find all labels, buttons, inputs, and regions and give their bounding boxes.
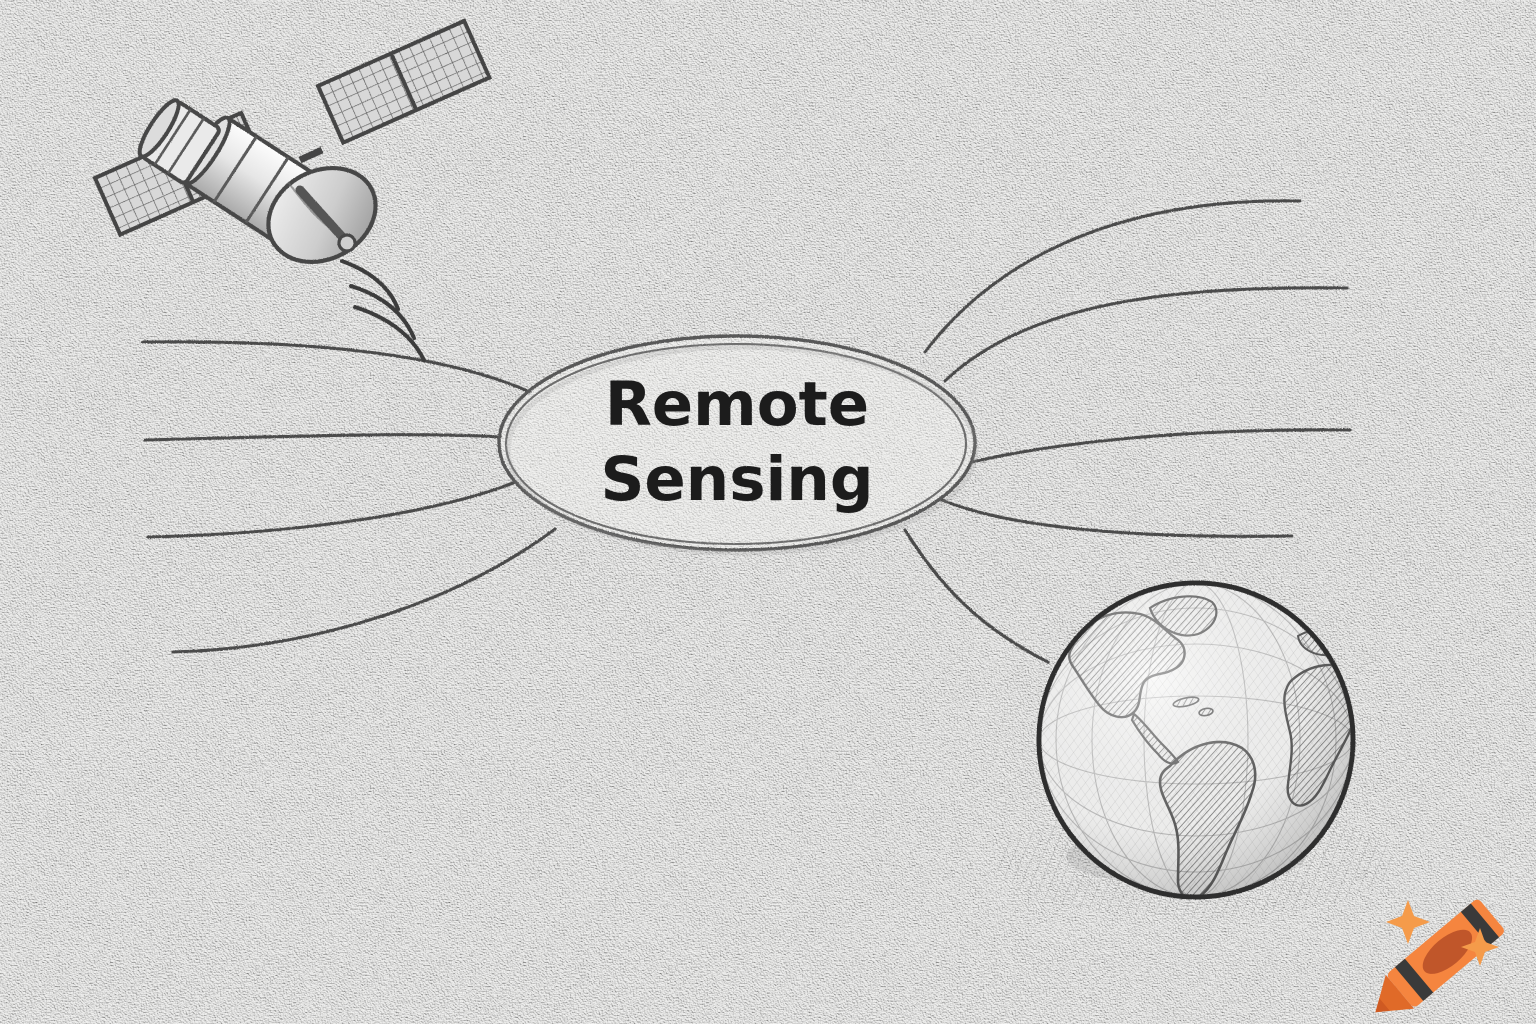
panel-boom-right bbox=[298, 146, 324, 164]
crayon-logo[interactable] bbox=[1361, 898, 1506, 1024]
signal-wave-3 bbox=[353, 305, 426, 362]
signal-wave-2 bbox=[349, 284, 416, 340]
center-node[interactable]: Remote Sensing bbox=[497, 334, 979, 556]
sparkle-icon-1 bbox=[1386, 900, 1430, 944]
satellite-illustration[interactable] bbox=[92, 18, 493, 362]
branch-right-1[interactable] bbox=[923, 199, 1302, 354]
branch-left-1[interactable] bbox=[141, 340, 532, 394]
signal-waves-icon bbox=[340, 259, 426, 362]
center-node-shadow bbox=[505, 344, 979, 556]
branch-lines-left bbox=[141, 340, 557, 654]
globe-outline-overstroke bbox=[1036, 580, 1356, 900]
center-node-label-line1: Remote bbox=[605, 369, 869, 440]
sparkle-icon-2 bbox=[1461, 928, 1499, 966]
branch-left-4[interactable] bbox=[171, 527, 557, 654]
branch-right-2[interactable] bbox=[943, 286, 1349, 383]
satellite-rear-module-icon bbox=[137, 98, 221, 185]
crayon-icon bbox=[1375, 899, 1504, 1013]
branch-lines-right bbox=[903, 199, 1352, 664]
center-node-label-line2: Sensing bbox=[600, 444, 873, 515]
branch-left-3[interactable] bbox=[146, 481, 515, 539]
solar-panel-right-icon bbox=[315, 18, 493, 146]
dish-antenna-icon bbox=[266, 165, 378, 265]
branch-right-4[interactable] bbox=[940, 498, 1294, 538]
branch-right-5-to-globe[interactable] bbox=[903, 528, 1050, 664]
globe-illustration[interactable] bbox=[996, 580, 1396, 918]
branch-left-2[interactable] bbox=[143, 433, 502, 442]
branch-right-3[interactable] bbox=[970, 428, 1352, 464]
signal-wave-1 bbox=[340, 259, 400, 311]
